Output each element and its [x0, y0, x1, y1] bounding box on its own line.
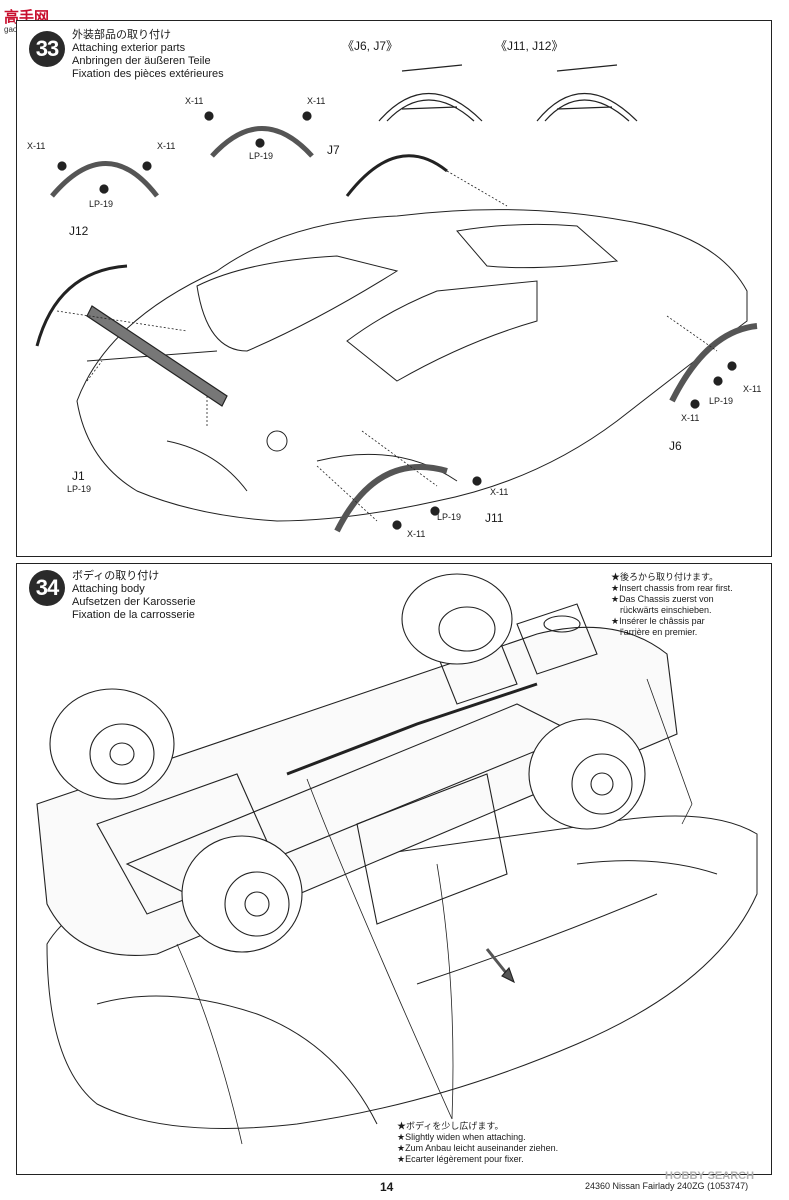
- label-lp19: LP-19: [67, 484, 92, 494]
- label-j12: J12: [69, 224, 89, 238]
- step-33-illustration: [35, 64, 758, 533]
- inset-label-j11-j12: 《J11, J12》: [495, 39, 564, 53]
- label-x11: X-11: [27, 141, 46, 151]
- step-number-badge: 34: [29, 570, 65, 606]
- label-x11: X-11: [185, 96, 204, 106]
- note-line: ★Ecarter légèrement pour fixer.: [397, 1154, 524, 1164]
- label-x11: X-11: [743, 384, 762, 394]
- label-lp19: LP-19: [249, 151, 274, 161]
- title-jp: ボディの取り付け: [72, 570, 160, 582]
- label-lp19: LP-19: [709, 396, 734, 406]
- label-x11: X-11: [681, 413, 700, 423]
- instruction-note-rear-first: ★後ろから取り付けます。 ★Insert chassis from rear f…: [611, 572, 733, 638]
- rear-spoiler-j1: [86, 305, 228, 407]
- label-j11: J11: [485, 511, 504, 525]
- step-34-panel: 34 ボディの取り付け Attaching body Aufsetzen der…: [16, 563, 772, 1175]
- step-number-badge: 33: [29, 31, 65, 67]
- label-x11: X-11: [490, 487, 509, 497]
- wheels: [49, 573, 646, 953]
- label-j1: J1: [72, 469, 85, 483]
- title-en: Attaching exterior parts: [72, 42, 186, 54]
- title-de: Aufsetzen der Karosserie: [72, 596, 196, 608]
- inset-fender-j11-j12: [536, 64, 638, 122]
- note-line: ★Insérer le châssis par: [611, 616, 705, 626]
- note-line: ★Slightly widen when attaching.: [397, 1132, 526, 1142]
- inset-label-j6-j7: 《J6, J7》: [342, 39, 399, 53]
- label-j7: J7: [327, 143, 340, 157]
- fender-center-small: [210, 126, 314, 158]
- instruction-note-widen: ★ボディを少し広げます。 ★Slightly widen when attach…: [397, 1121, 558, 1165]
- title-fr: Fixation de la carrosserie: [72, 609, 195, 621]
- note-line: ★Zum Anbau leicht auseinander ziehen.: [397, 1143, 559, 1153]
- page-number: 14: [380, 1180, 394, 1194]
- note-line: ★Insert chassis from rear first.: [611, 583, 733, 593]
- note-line: ★Das Chassis zuerst von: [611, 594, 714, 604]
- note-line: ★後ろから取り付けます。: [611, 572, 719, 582]
- hobby-search-watermark: HOBBY SEARCH: [665, 1170, 755, 1182]
- step-33-panel: 33 外装部品の取り付け Attaching exterior parts An…: [16, 20, 772, 557]
- step-title-block: ボディの取り付け Attaching body Aufsetzen der Ka…: [72, 570, 196, 622]
- label-lp19: LP-19: [437, 512, 462, 522]
- note-line: l'arrière en premier.: [620, 627, 698, 637]
- label-j6: J6: [669, 439, 682, 453]
- title-fr: Fixation des pièces extérieures: [72, 68, 224, 80]
- title-jp: 外装部品の取り付け: [72, 29, 171, 41]
- step-34-illustration: [36, 573, 758, 1145]
- note-line: rückwärts einschieben.: [620, 605, 712, 615]
- note-line: ★ボディを少し広げます。: [397, 1121, 504, 1131]
- step-title-block: 外装部品の取り付け Attaching exterior parts Anbri…: [72, 29, 224, 81]
- kit-reference: 24360 Nissan Fairlady 240ZG (1053747): [585, 1181, 749, 1191]
- fender-left-small: [50, 161, 159, 198]
- inset-fender-j6-j7: [378, 64, 483, 122]
- label-x11: X-11: [157, 141, 176, 151]
- label-x11: X-11: [307, 96, 326, 106]
- label-x11: X-11: [407, 529, 426, 539]
- title-en: Attaching body: [72, 583, 145, 595]
- title-de: Anbringen der äußeren Teile: [72, 55, 211, 67]
- label-lp19: LP-19: [89, 199, 114, 209]
